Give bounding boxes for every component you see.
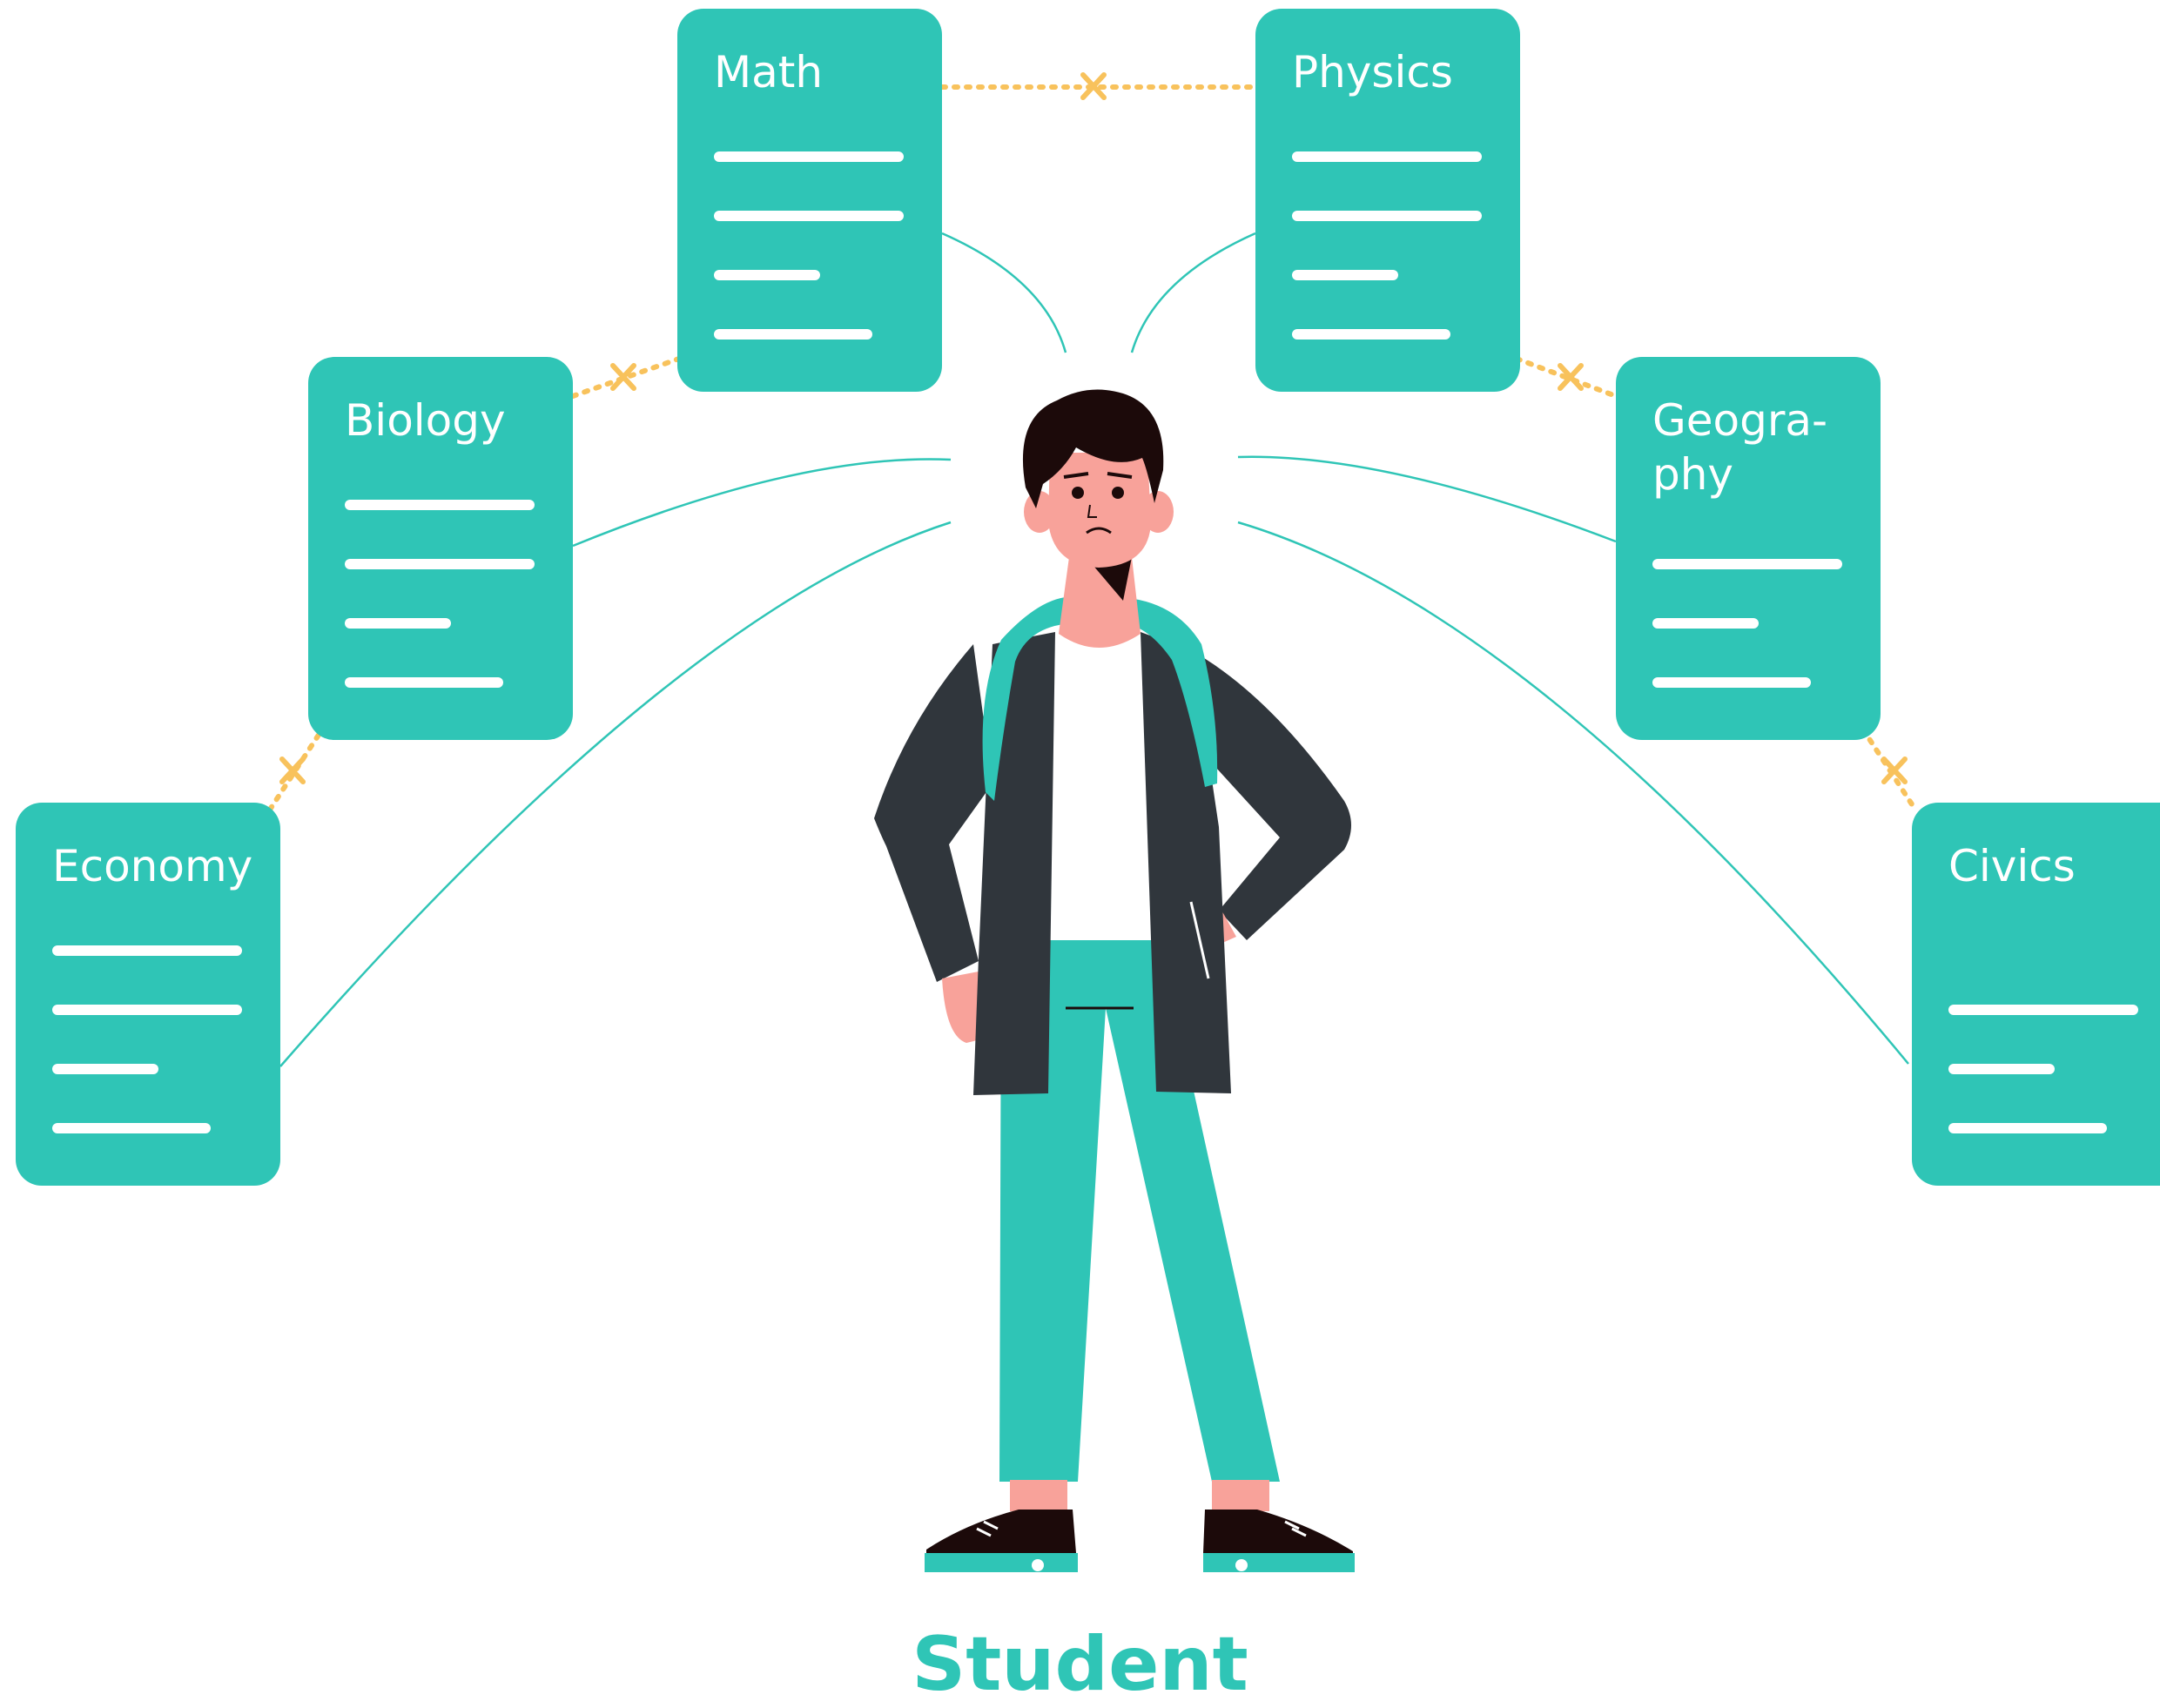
connector-economy (279, 521, 952, 1067)
text-line (1948, 1064, 2055, 1074)
text-line (345, 677, 503, 688)
text-line (52, 1123, 211, 1133)
subject-card-economy: Economy (16, 803, 280, 1186)
subject-card-civics: Civics (1912, 803, 2160, 1186)
subject-card-math: Math (677, 9, 942, 392)
link-physics-geography (1514, 356, 1618, 399)
subject-card-physics: Physics (1255, 9, 1520, 392)
card-title: Geogra- phy (1652, 395, 1828, 500)
x-marker-icon (1080, 72, 1107, 100)
text-line (1292, 151, 1482, 162)
connector-biology (572, 458, 952, 548)
text-line (1948, 1123, 2107, 1133)
connector-civics (1237, 521, 1909, 1065)
card-title: Civics (1948, 841, 2076, 891)
student-caption: Student (912, 1621, 1248, 1708)
text-line (1292, 211, 1482, 221)
x-marker-icon (1881, 756, 1908, 784)
text-line (714, 211, 904, 221)
x-marker-icon (610, 363, 636, 391)
student-illustration (874, 389, 1355, 1572)
text-line (714, 329, 872, 340)
x-marker-icon (1558, 363, 1584, 391)
card-title: Math (714, 47, 824, 98)
card-title: Economy (52, 841, 253, 891)
card-title: Physics (1292, 47, 1453, 98)
text-line (714, 151, 904, 162)
subject-card-biology: Biology (308, 357, 573, 740)
text-line (52, 945, 242, 956)
text-line (52, 1005, 242, 1015)
text-line (1652, 559, 1842, 569)
text-line (1948, 1005, 2138, 1015)
text-line (1652, 618, 1759, 629)
link-geography-civics (1861, 727, 1918, 812)
text-line (714, 270, 820, 280)
text-line (345, 559, 535, 569)
text-line (1652, 677, 1811, 688)
card-title: Biology (345, 395, 506, 446)
text-line (345, 500, 535, 510)
connector-geography (1237, 455, 1617, 543)
text-line (345, 618, 451, 629)
connector-physics (1130, 232, 1256, 353)
subject-card-geography: Geogra- phy (1616, 357, 1881, 740)
x-marker-icon (279, 756, 306, 784)
text-line (52, 1064, 158, 1074)
text-line (1292, 329, 1450, 340)
connector-math (941, 232, 1067, 353)
text-line (1292, 270, 1398, 280)
